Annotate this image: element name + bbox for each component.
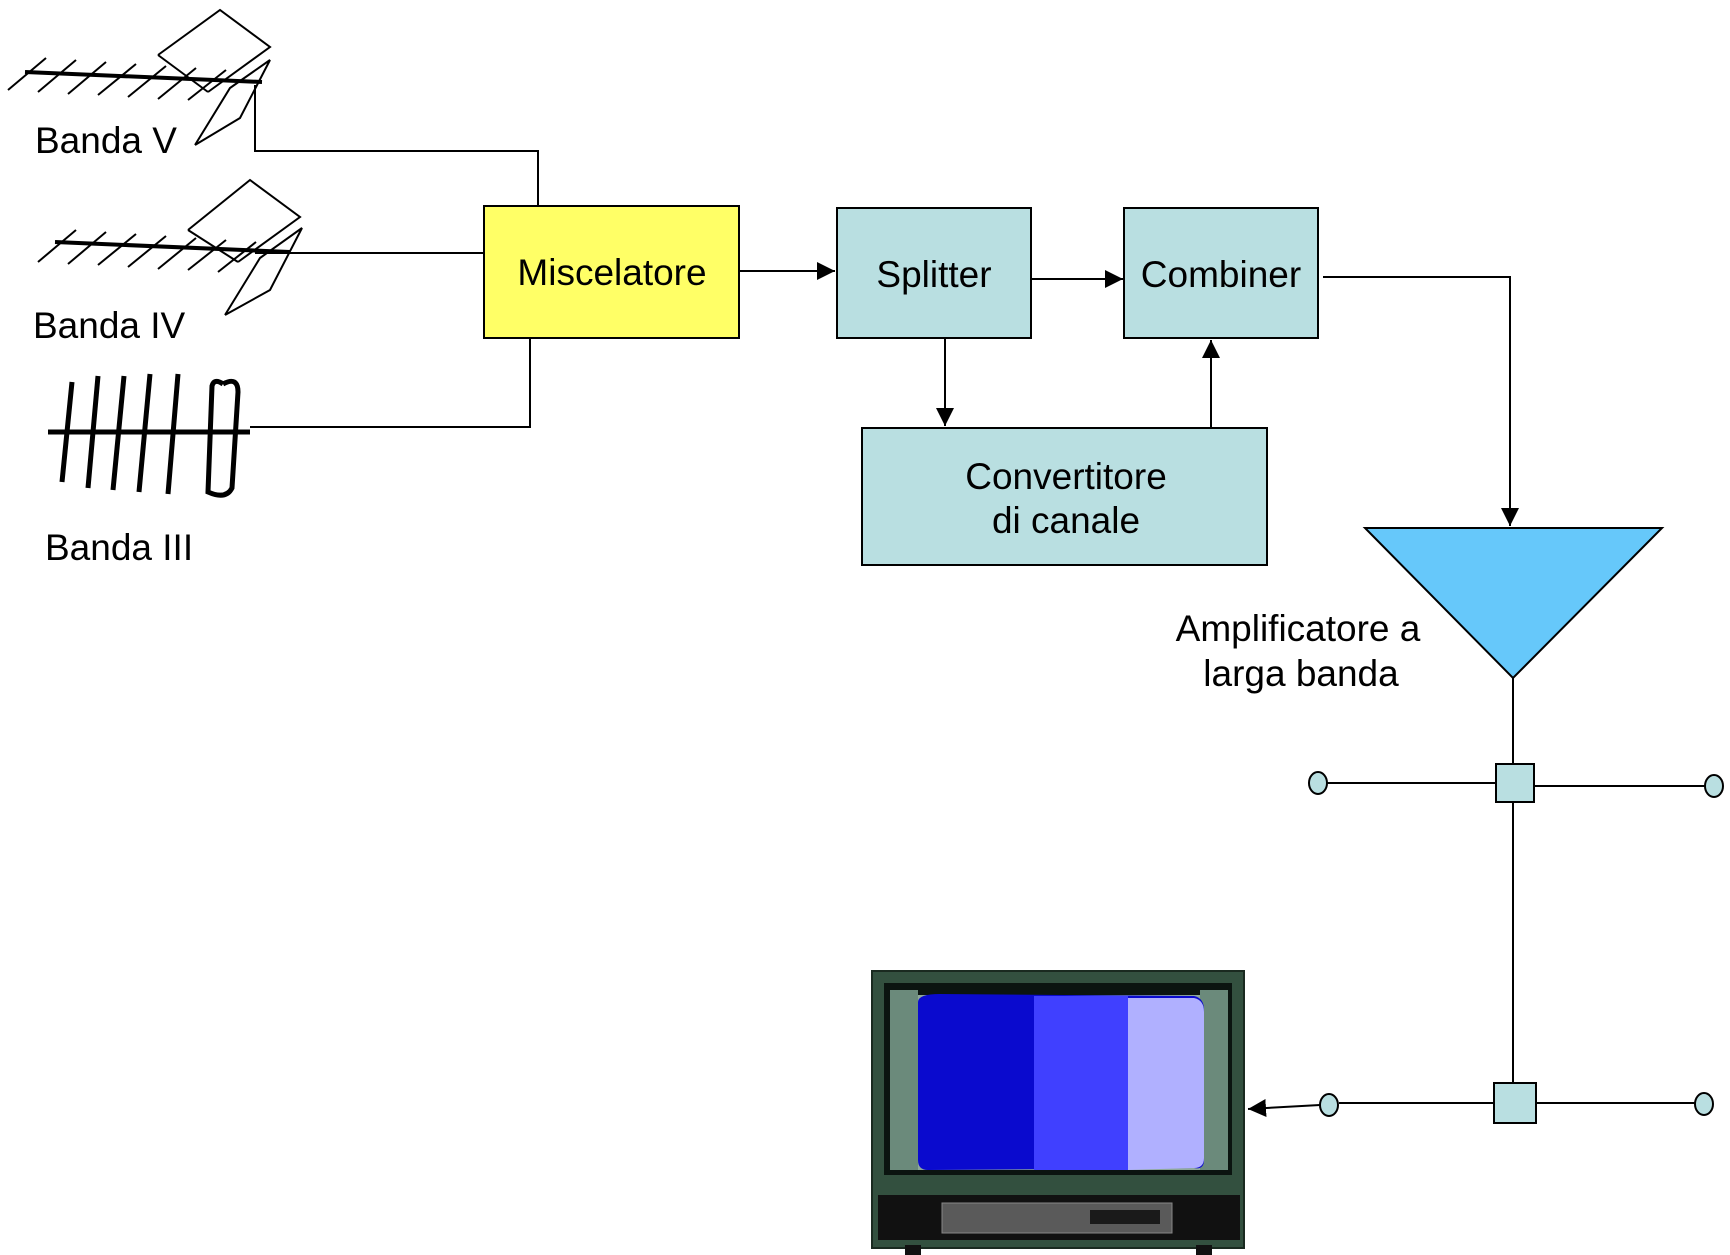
convertitore-label-line2: di canale [992, 500, 1140, 541]
miscelatore-box [483, 205, 740, 339]
tap1-right-outlet [1704, 774, 1724, 798]
arrow-combiner-amplifier [1323, 276, 1519, 526]
amplifier-label-line2: larga banda [1203, 653, 1399, 694]
antenna-banda-v-icon [7, 8, 272, 146]
amplifier-triangle [1362, 527, 1665, 680]
cable-banda-v [254, 85, 539, 206]
convertitore-label-line1: Convertitore [965, 456, 1167, 497]
television-icon [871, 970, 1245, 1255]
label-banda-v: Banda V [35, 120, 177, 161]
tap1-left-outlet [1308, 771, 1328, 795]
combiner-box [1123, 207, 1319, 339]
miscelatore-label: Miscelatore [517, 252, 706, 293]
amplifier-label-line1: Amplificatore a [1176, 608, 1421, 649]
tap2-right-outlet [1694, 1092, 1714, 1116]
convertitore-box [861, 427, 1268, 566]
cable-banda-iii [250, 338, 531, 428]
antenna-banda-iv-icon [37, 178, 303, 316]
tap2-box [1493, 1082, 1537, 1124]
splitter-box [836, 207, 1032, 339]
antenna-banda-iii-icon [48, 373, 250, 498]
combiner-label: Combiner [1141, 254, 1301, 295]
arrow-outlet-tv [1247, 1099, 1321, 1117]
tap1-box [1495, 763, 1535, 803]
label-banda-iv: Banda IV [33, 305, 186, 346]
label-banda-iii: Banda III [45, 527, 193, 568]
splitter-label: Splitter [876, 254, 991, 295]
tap2-left-outlet [1319, 1093, 1339, 1117]
